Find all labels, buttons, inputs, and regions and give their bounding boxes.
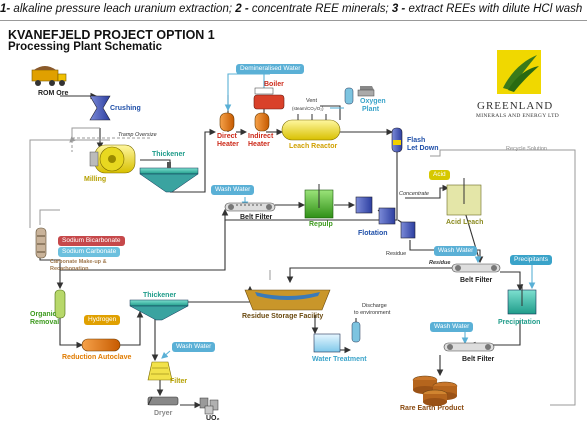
label-residue-2: Residue <box>429 260 451 266</box>
label-concentrate: Concentrate <box>399 191 429 197</box>
rom-ore-truck-icon <box>31 66 67 86</box>
precipitation-tank-icon <box>507 284 537 315</box>
pill-sodium-bicarbonate: Sodium Bicarbonate <box>58 236 125 246</box>
label-repulp: Repulp <box>309 221 333 228</box>
label-carbonate-makeup-1: Carbonate Make-up & <box>50 259 107 265</box>
rare-earth-product-icon <box>412 375 458 406</box>
label-acid-leach: Acid Leach <box>446 219 484 226</box>
dryer-icon <box>147 396 179 406</box>
label-rom-ore: ROM Ore <box>38 90 69 97</box>
label-flotation: Flotation <box>358 230 388 237</box>
label-direct-heater-2: Heater <box>217 141 239 148</box>
label-thickener: Thickener <box>152 151 186 158</box>
thickener-2-icon <box>129 299 189 321</box>
carbonate-column-icon <box>35 227 47 259</box>
pill-sodium-carbonate: Sodium Carbonate <box>58 247 121 257</box>
pill-wash-water-1: Wash Water <box>211 185 255 195</box>
water-treatment-icon <box>313 321 361 353</box>
pill-hydrogen: Hydrogen <box>84 315 121 325</box>
pill-acid: Acid <box>429 170 450 180</box>
label-filter: Filter <box>170 378 188 385</box>
belt-filter-1-icon <box>224 202 276 212</box>
flash-let-down-icon <box>391 127 403 153</box>
label-crushing: Crushing <box>110 105 141 112</box>
label-boiler: Boiler <box>264 81 284 88</box>
indirect-heater-icon <box>254 112 270 132</box>
label-oxygen-plant-1: Oxygen <box>360 98 386 105</box>
mill-icon <box>89 144 136 174</box>
crusher-icon <box>89 95 111 121</box>
label-recycle-solution: Recycle Solution <box>506 146 547 152</box>
schematic-subtitle: Processing Plant Schematic <box>8 41 163 53</box>
label-dryer: Dryer <box>154 410 173 417</box>
label-oxygen-plant-2: Plant <box>362 106 380 113</box>
uo2-drums-icon <box>199 397 219 415</box>
figure-caption: 1- alkaline pressure leach uranium extra… <box>0 3 583 15</box>
leach-reactor-icon <box>281 114 341 141</box>
label-thickener-2: Thickener <box>143 292 177 299</box>
label-belt-filter-2: Belt Filter <box>460 277 493 284</box>
label-leach-reactor: Leach Reactor <box>289 143 338 150</box>
label-vent: Vent <box>306 98 318 104</box>
label-precipitation: Precipitation <box>498 319 541 326</box>
label-discharge-2: to environment <box>354 310 391 316</box>
uranium-filter-icon <box>147 361 173 381</box>
label-indirect-heater-2: Heater <box>248 141 270 148</box>
schematic-frame <box>0 20 587 429</box>
label-vent-gases: (steam/CO₂/O₂) <box>292 106 324 111</box>
label-milling: Milling <box>84 176 107 183</box>
label-discharge-1: Discharge <box>362 303 387 309</box>
oxygen-plant-icon <box>344 86 375 105</box>
label-residue-1: Residue <box>386 251 407 257</box>
pill-wash-water-3: Wash Water <box>172 342 216 352</box>
label-flash-1: Flash <box>407 137 426 144</box>
reduction-autoclave-icon <box>81 338 121 352</box>
boiler-icon <box>253 87 285 110</box>
label-water-treatment: Water Treatment <box>312 356 367 363</box>
label-tramp-oversize: Tramp Oversize <box>118 132 157 138</box>
label-rare-earth-product: Rare Earth Product <box>400 405 464 412</box>
greenland-logo-leaf <box>497 50 541 94</box>
label-organic-removal-2: Removal <box>30 319 60 326</box>
label-uo2: UO₂ <box>206 415 220 422</box>
repulp-tank-icon <box>304 184 334 219</box>
belt-filter-2-icon <box>451 263 501 273</box>
direct-heater-icon <box>219 112 235 132</box>
pill-wash-water-2: Wash Water <box>434 246 478 256</box>
label-residue-storage-facility: Residue Storage Facility <box>242 313 324 320</box>
label-belt-filter-3: Belt Filter <box>462 356 495 363</box>
label-organic-removal-1: Organic <box>30 311 57 318</box>
label-carbonate-makeup-2: Recarbonation <box>50 266 89 272</box>
brand-name: GREENLAND <box>477 100 554 112</box>
thickener-icon <box>139 162 199 193</box>
label-reduction-autoclave: Reduction Autoclave <box>62 354 132 361</box>
label-flash-2: Let Down <box>407 145 439 152</box>
acid-leach-tank-icon <box>446 178 482 216</box>
label-indirect-heater-1: Indirect <box>248 133 274 140</box>
residue-storage-facility-icon <box>244 289 331 311</box>
organic-removal-column-icon <box>54 289 66 319</box>
label-direct-heater-1: Direct <box>217 133 237 140</box>
pill-wash-water-4: Wash Water <box>430 322 474 332</box>
pill-precipitants: Precipitants <box>510 255 552 265</box>
pill-demineralised-water: Demineralised Water <box>236 64 305 74</box>
brand-tagline: MINERALS AND ENERGY LTD <box>476 113 560 119</box>
schematic-title: KVANEFJELD PROJECT OPTION 1 <box>8 28 215 42</box>
flotation-cells-icon <box>355 196 416 239</box>
belt-filter-3-icon <box>443 342 495 352</box>
label-belt-filter-1: Belt Filter <box>240 214 273 221</box>
